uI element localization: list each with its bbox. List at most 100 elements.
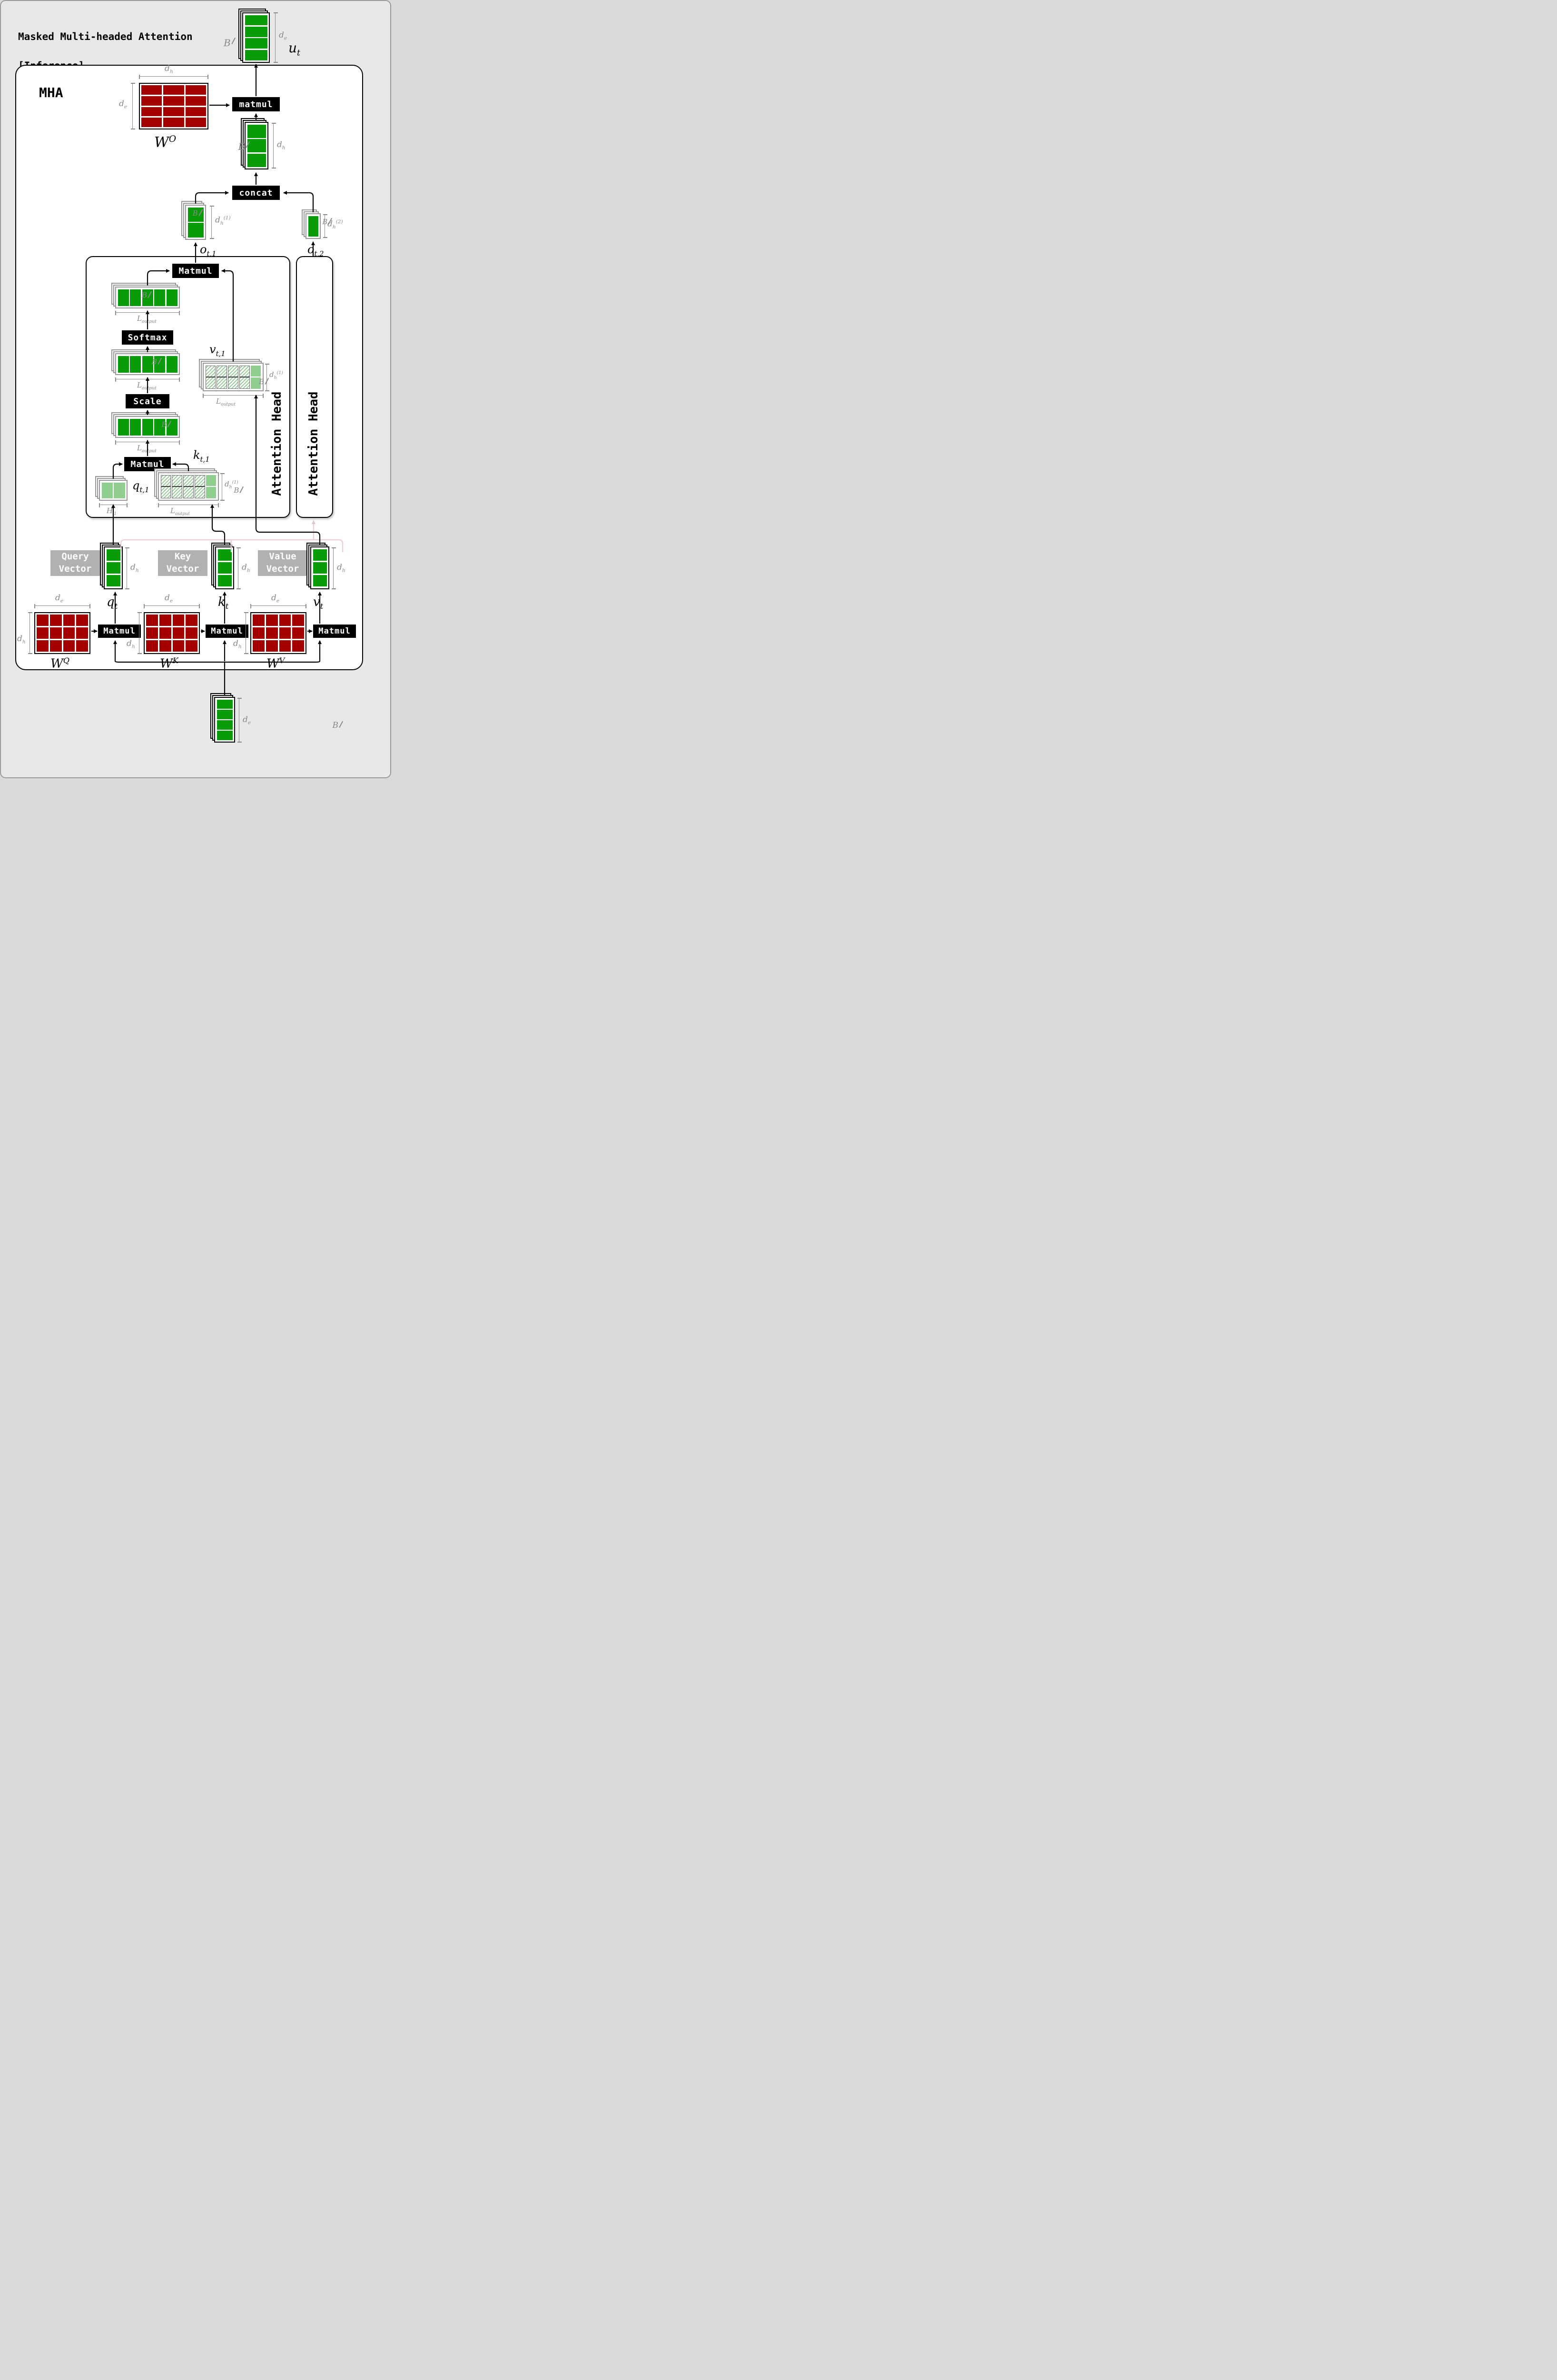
w-o-label: WO	[154, 134, 177, 151]
d-e-bracket	[34, 604, 90, 608]
cell	[101, 482, 113, 498]
cell	[49, 627, 62, 639]
cell	[186, 615, 197, 626]
cell	[185, 96, 206, 106]
cell	[217, 731, 233, 740]
u-t-label: ut	[288, 40, 301, 58]
d-h1-bracket	[209, 206, 214, 239]
cell	[63, 627, 75, 639]
h1-label: H′1	[107, 506, 117, 516]
cell	[186, 640, 197, 652]
scale-box: Scale	[126, 394, 169, 408]
cell	[106, 575, 120, 587]
d-h1-label: dh(1)	[225, 480, 238, 490]
d-h1-label: dh(1)	[215, 215, 231, 227]
cell	[166, 356, 177, 373]
d-h1-bracket	[265, 364, 269, 391]
cell	[217, 549, 232, 561]
d-e-bracket	[250, 604, 306, 608]
d-h-label: dh	[165, 64, 173, 75]
d-h2-label: dh(2)	[327, 219, 343, 230]
batch-label: B	[238, 141, 246, 152]
cell	[247, 153, 266, 167]
batch-label: B	[259, 377, 265, 386]
matmul-output-box: matmul	[232, 97, 280, 111]
cell	[76, 615, 88, 626]
cell	[253, 640, 265, 652]
d-h-label: dh	[17, 634, 26, 645]
cell	[185, 107, 206, 117]
cell	[146, 627, 158, 639]
l-output-label: Loutput	[216, 397, 236, 407]
cell	[279, 615, 291, 626]
cell	[279, 627, 291, 639]
d-e-label: de	[165, 593, 173, 604]
w-k-matrix	[144, 612, 200, 654]
cell	[187, 223, 204, 238]
v-t1-label: vt,1	[209, 343, 226, 358]
cell	[141, 96, 162, 106]
masked-cell	[205, 365, 216, 389]
cell	[118, 289, 129, 306]
active-column	[206, 475, 217, 498]
cell	[313, 575, 327, 587]
cell	[217, 575, 232, 587]
k-t1-label: kt,1	[193, 448, 210, 464]
cell	[217, 710, 233, 719]
matmul-q-box: Matmul	[98, 625, 141, 638]
w-v-matrix	[250, 612, 306, 654]
q-t1-label: qt,1	[132, 479, 149, 494]
cell	[172, 615, 185, 626]
d-e-label: de	[271, 593, 280, 604]
cell	[142, 356, 153, 373]
cell	[253, 615, 265, 626]
cell	[37, 640, 49, 652]
cell	[141, 118, 162, 127]
cell	[49, 640, 62, 652]
cell	[253, 627, 265, 639]
batch-label: B	[142, 291, 148, 299]
masked-cell	[228, 365, 238, 389]
page-title-line1: Masked Multi-headed Attention	[18, 31, 193, 43]
batch-label: B	[332, 721, 338, 730]
w-k-label: WK	[160, 656, 178, 671]
d-h1-label: dh(1)	[269, 370, 283, 380]
d-h-label: dh	[242, 563, 250, 574]
v-t-stack	[306, 543, 329, 589]
d-e-label: de	[279, 30, 287, 41]
v-t1-stack	[199, 359, 264, 391]
u-t-cells	[243, 13, 269, 62]
o-t2-label: ot,2	[307, 243, 324, 258]
matmul-head-top-box: Matmul	[172, 264, 219, 278]
cell	[146, 615, 158, 626]
o-t2-stack	[302, 209, 321, 239]
cell	[166, 289, 177, 306]
cell	[245, 50, 267, 60]
d-e-bracket	[144, 604, 200, 608]
cell	[266, 640, 278, 652]
d-e-bracket	[130, 83, 135, 129]
masked-cell	[217, 365, 227, 389]
cell	[63, 615, 75, 626]
cell	[141, 85, 162, 95]
cell	[114, 482, 125, 498]
cell	[172, 627, 185, 639]
cell	[245, 26, 267, 37]
cell	[308, 216, 318, 237]
masked-cell	[160, 475, 171, 498]
q-t-stack	[100, 543, 123, 589]
cell	[172, 640, 185, 652]
l-output-label: Loutput	[137, 444, 157, 454]
batch-label: B	[161, 420, 167, 429]
cell	[37, 627, 49, 639]
d-h-label: dh	[130, 563, 139, 574]
head-output-stack	[241, 118, 268, 169]
q-t1-stack	[95, 476, 128, 501]
d-e-bracket	[273, 12, 278, 63]
cell	[141, 107, 162, 117]
cell	[247, 124, 266, 138]
attn-row-stack	[111, 283, 180, 308]
